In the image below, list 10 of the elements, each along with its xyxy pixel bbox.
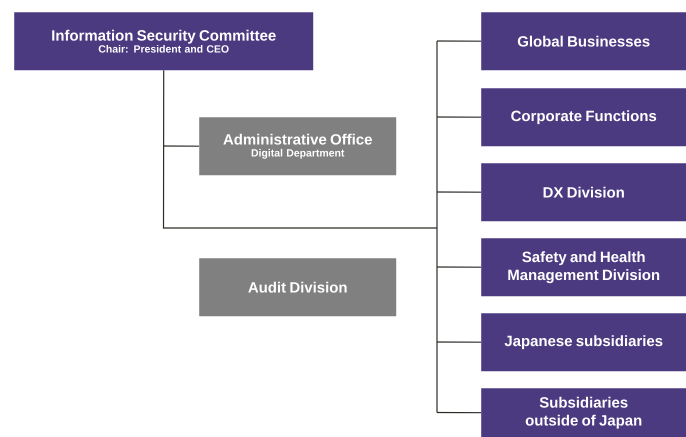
org-box: Audit Division [199, 258, 396, 316]
connector-tree [162, 40, 481, 414]
org-box: DX Division [481, 163, 686, 222]
org-box: Japanese subsidiaries [481, 313, 686, 372]
org-box: Safety and Health Management Division [481, 238, 686, 296]
org-box: Global Businesses [481, 12, 686, 70]
committee-box: Information Security Committee Chair: President and CEO [14, 12, 314, 70]
org-box: Administrative Office Digital Department [199, 117, 396, 176]
org-box: Corporate Functions [481, 88, 686, 146]
org-box: Subsidiaries outside of Japan [481, 388, 686, 437]
